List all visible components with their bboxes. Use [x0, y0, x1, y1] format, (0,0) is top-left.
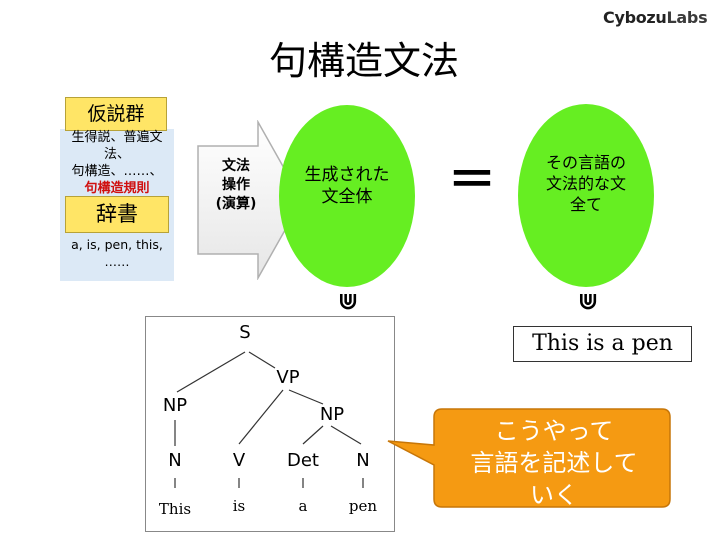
- dictionary-heading-box: 辞書: [65, 196, 169, 233]
- hypothesis-text: 生得説、普遍文法、 句構造、……、 句構造規則: [60, 129, 174, 197]
- tree-node-np-subject: NP: [162, 395, 188, 416]
- callout-line-3: いく: [530, 481, 578, 509]
- arrow-label: 文法 操作 (演算): [202, 157, 270, 214]
- generated-sentences-oval: [279, 105, 415, 287]
- slide-title: 句構造文法: [268, 39, 459, 83]
- tree-node-np-object: NP: [319, 404, 345, 425]
- dictionary-text: a, is, pen, this, ……: [60, 236, 174, 270]
- dictionary-line-1: a, is, pen, this,: [71, 237, 163, 252]
- tree-leaf-is: is: [232, 497, 246, 515]
- grammar-operation-arrow: [197, 120, 303, 280]
- hypothesis-line-2: 句構造、……、: [71, 164, 163, 179]
- logo-part-2: Labs: [666, 8, 708, 27]
- logo-part-1: Cybozu: [603, 8, 667, 27]
- speech-bubble-text: こうやって 言語を記述して いく: [441, 415, 667, 511]
- tree-node-vp: VP: [276, 367, 300, 388]
- parse-tree-lines: [174, 351, 364, 488]
- language-line-2: 文法的な文: [545, 174, 626, 193]
- generated-line-1: 生成された: [304, 165, 390, 185]
- speech-bubble: [387, 408, 671, 508]
- tree-node-v: V: [232, 450, 246, 471]
- tree-leaf-this: This: [158, 500, 192, 518]
- callout-line-2: 言語を記述して: [470, 449, 638, 477]
- parse-tree-box: [145, 316, 395, 532]
- generated-sentences-label: 生成された 文全体: [279, 164, 415, 208]
- language-line-3: 全て: [569, 195, 602, 214]
- dictionary-line-2: ……: [104, 254, 130, 269]
- tree-node-n-subject: N: [168, 450, 182, 471]
- arrow-line-2: 操作: [222, 177, 250, 193]
- tree-node-det: Det: [287, 450, 319, 471]
- generated-line-2: 文全体: [321, 187, 373, 207]
- arrow-line-3: (演算): [215, 196, 257, 212]
- tree-node-n-object: N: [356, 450, 370, 471]
- tree-leaf-pen: pen: [348, 497, 378, 515]
- callout-line-1: こうやって: [494, 417, 614, 445]
- tree-leaf-a: a: [298, 497, 308, 515]
- hypothesis-heading-box: 仮説群: [65, 97, 167, 131]
- language-sentences-oval: [518, 104, 654, 287]
- tree-node-s: S: [239, 322, 251, 343]
- hypothesis-line-1: 生得説、普遍文法、: [71, 130, 163, 162]
- equals-sign: ＝: [447, 152, 496, 208]
- example-sentence-box: This is a pen: [513, 326, 692, 362]
- cybozu-labs-logo: CybozuLabs: [603, 5, 719, 31]
- superset-symbol-right: ⋓: [577, 287, 599, 315]
- arrow-line-1: 文法: [222, 158, 250, 174]
- superset-symbol-left: ⋓: [337, 287, 359, 315]
- hypothesis-highlight: 句構造規則: [84, 181, 150, 196]
- language-sentences-label: その言語の 文法的な文 全て: [518, 152, 654, 215]
- language-line-1: その言語の: [545, 153, 626, 172]
